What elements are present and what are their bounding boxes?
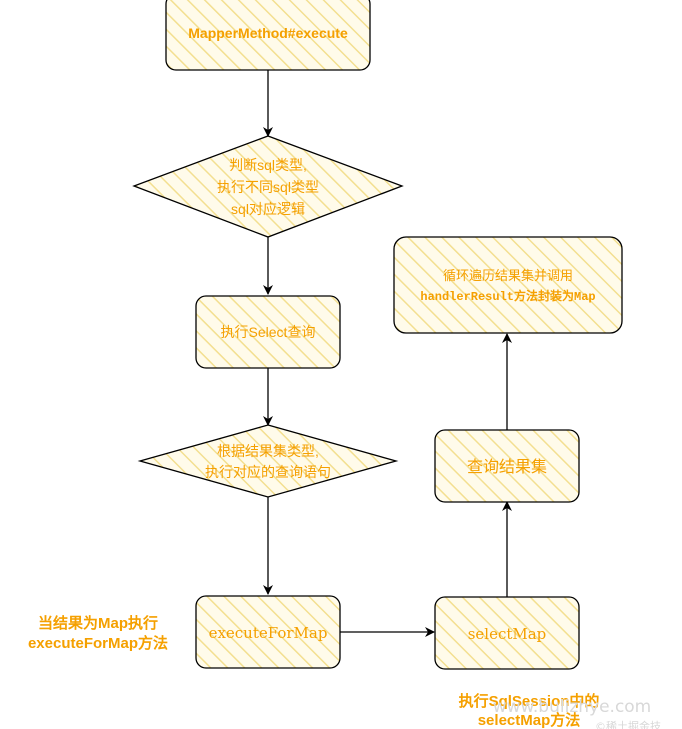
left-note-line-2: executeForMap方法: [28, 634, 168, 652]
node-query-result-set-label: 查询结果集: [467, 457, 547, 476]
node-judge-sql-type: [132, 135, 404, 238]
result-type-line-2: 执行对应的查询语句: [205, 464, 331, 480]
watermark-credit: ©稀土掘金技: [595, 719, 661, 729]
node-select-map-label: selectMap: [468, 625, 547, 643]
loop-line-2: handlerResult方法封装为Map: [420, 288, 595, 304]
watermark-url: www.bulizhye.com: [493, 697, 652, 717]
node-mapper-execute-label: MapperMethod#execute: [188, 25, 348, 41]
result-type-line-1: 根据结果集类型,: [217, 443, 319, 459]
node-execute-for-map-label: executeForMap: [209, 624, 328, 642]
node-loop-result: [393, 236, 623, 334]
node-exec-select-label: 执行Select查询: [221, 324, 316, 340]
node-execute-for-map: [195, 595, 341, 669]
node-select-map: [434, 596, 580, 670]
left-note-line-1: 当结果为Map执行: [38, 614, 158, 632]
judge-line-1: 判断sql类型,: [229, 157, 307, 173]
bottom-note-line-1: 执行SqlSession中的: [459, 692, 600, 710]
node-mapper-execute: [165, 0, 371, 71]
loop-line-1: 循环遍历结果集并调用: [443, 268, 573, 284]
node-exec-select: [195, 295, 341, 369]
judge-line-3: sql对应逻辑: [231, 201, 305, 217]
judge-line-2: 执行不同sql类型: [217, 179, 319, 195]
bottom-note-line-2: selectMap方法: [478, 711, 581, 729]
node-by-result-type: [137, 424, 399, 498]
node-query-result-set: [434, 429, 580, 503]
